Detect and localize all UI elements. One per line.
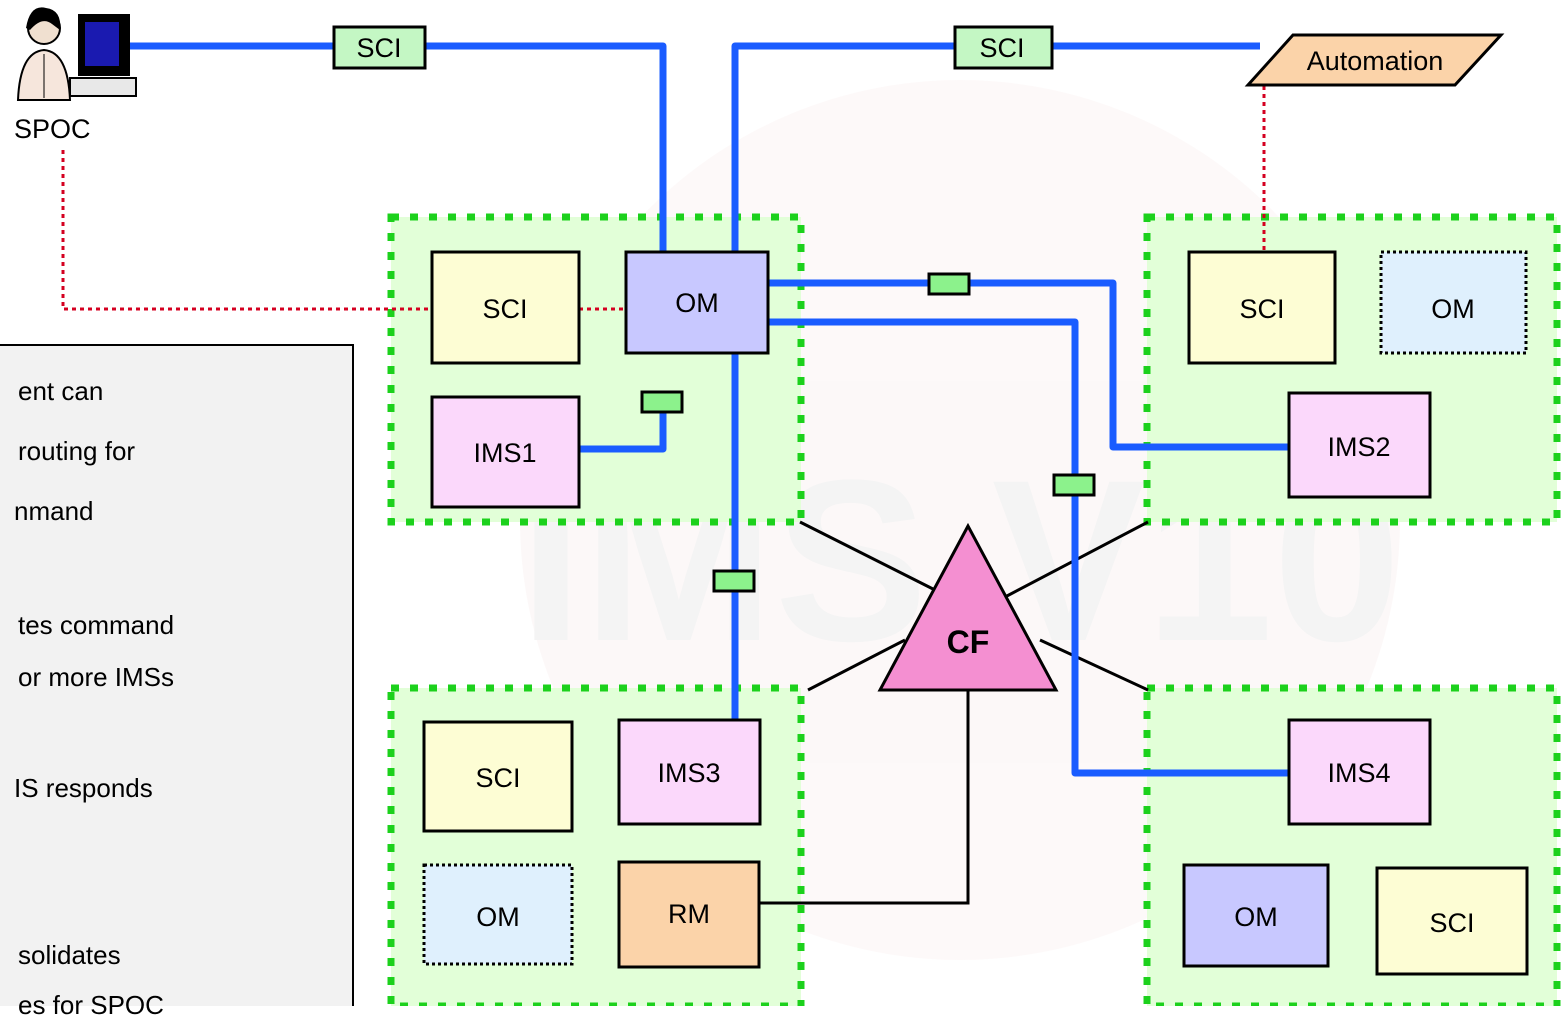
spoc-label: SPOC [14,114,91,144]
svg-text:SCI: SCI [482,294,527,324]
svg-text:OM: OM [476,902,520,932]
svg-text:OM: OM [1431,294,1475,324]
tl-om-box: OM [626,252,768,353]
svg-text:SCI: SCI [356,33,401,63]
note-line: nmand [14,496,94,527]
note-line: routing for [18,436,135,467]
bl-rm-box: RM [619,862,759,967]
tr-om-box-inactive: OM [1381,252,1526,353]
svg-text:IMS4: IMS4 [1327,758,1390,788]
user-at-workstation-icon [18,7,136,100]
tr-sci-box: SCI [1189,252,1335,363]
note-line: solidates [18,940,121,971]
br-om-box: OM [1184,865,1328,966]
link-tag-sci-left: SCI [334,27,425,68]
svg-text:CF: CF [947,624,990,660]
br-sci-box: SCI [1377,868,1527,974]
svg-text:OM: OM [675,288,719,318]
tl-sci-box: SCI [432,252,579,363]
link-tag-sci-right: SCI [955,27,1052,68]
automation-node: Automation [1248,35,1501,85]
svg-text:SCI: SCI [475,763,520,793]
note-line: ent can [18,376,103,407]
svg-text:RM: RM [668,899,710,929]
svg-text:SCI: SCI [1239,294,1284,324]
bl-sci-box: SCI [424,722,572,831]
svg-text:SCI: SCI [1429,908,1474,938]
note-line: tes command [18,610,174,641]
svg-text:IMS3: IMS3 [657,758,720,788]
svg-text:IMS2: IMS2 [1327,432,1390,462]
svg-text:SCI: SCI [979,33,1024,63]
br-ims4-box: IMS4 [1289,720,1430,824]
bl-om-box-inactive: OM [424,865,572,964]
tl-ims1-box: IMS1 [432,397,579,507]
svg-text:OM: OM [1234,902,1278,932]
note-line: or more IMSs [18,662,174,693]
svg-text:IMS1: IMS1 [473,438,536,468]
svg-text:Automation: Automation [1307,46,1444,76]
note-line: IS responds [14,773,153,804]
tr-ims2-box: IMS2 [1289,393,1430,497]
bl-ims3-box: IMS3 [619,720,760,824]
